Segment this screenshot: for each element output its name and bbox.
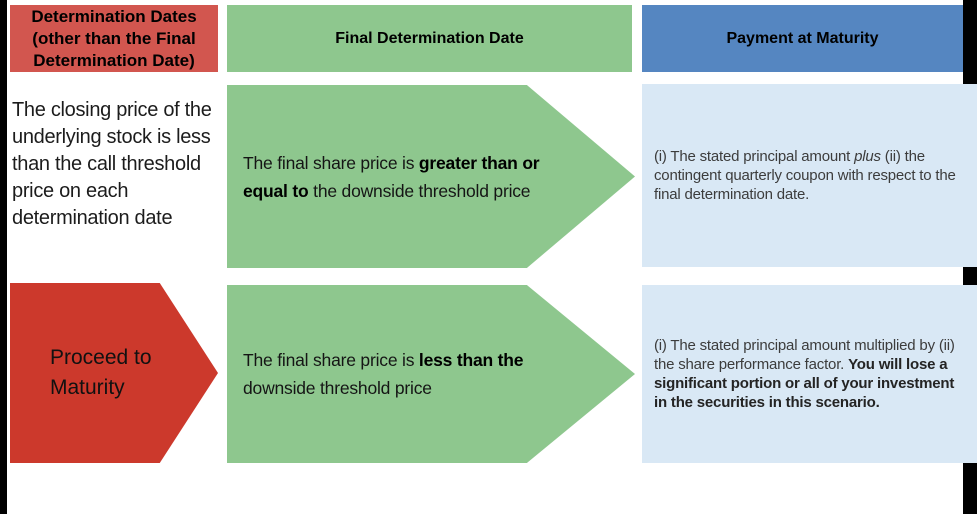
green-arrow-2-label: The final share price is less than the d… (227, 346, 555, 402)
proceed-to-maturity-label: Proceed to Maturity (50, 346, 152, 399)
text-segment-bold: You will lose a significant portion or a… (654, 356, 955, 411)
payment-box-share-performance: (i) The stated principal amount multipli… (642, 285, 977, 463)
text-segment: (i) The stated principal amount (654, 148, 855, 165)
payment-box-principal-plus-coupon: (i) The stated principal amount plus (ii… (642, 84, 977, 267)
text-segment: The final share price is (243, 350, 419, 370)
green-arrow-share-price-below-threshold: The final share price is less than the d… (227, 285, 635, 463)
text-segment-bold: greater than or equal to (243, 152, 540, 201)
text-segment: (i) The stated principal amount multipli… (654, 337, 955, 373)
header-final-determination-date-label: Final Determination Date (335, 29, 524, 47)
payment-box-1-label: (i) The stated principal amount plus (ii… (642, 147, 977, 204)
text-segment-bold: less than the (418, 350, 524, 370)
header-payment-at-maturity: Payment at Maturity (642, 5, 963, 72)
green-arrow-share-price-above-threshold: The final share price is greater than or… (227, 85, 635, 268)
header-determination-dates: Determination Dates (other than the Fina… (10, 5, 218, 72)
red-arrow-proceed-to-maturity: Proceed to Maturity (10, 283, 218, 463)
text-segment: The final share price is (243, 152, 419, 173)
left-edge-bar (0, 0, 7, 514)
text-segment: (ii) the contingent quarterly coupon wit… (654, 148, 956, 203)
header-determination-dates-label: Determination Dates (other than the Fina… (31, 6, 197, 70)
text-segment-italic: plus (854, 148, 881, 165)
condition-text-closing-price: The closing price of the underlying stoc… (12, 99, 212, 229)
text-segment: downside threshold price (243, 378, 432, 398)
text-segment: the downside threshold price (308, 180, 531, 201)
header-final-determination-date: Final Determination Date (227, 5, 632, 72)
green-arrow-1-label: The final share price is greater than or… (227, 149, 555, 205)
header-payment-at-maturity-label: Payment at Maturity (726, 29, 879, 47)
payment-box-2-label: (i) The stated principal amount multipli… (642, 336, 977, 412)
